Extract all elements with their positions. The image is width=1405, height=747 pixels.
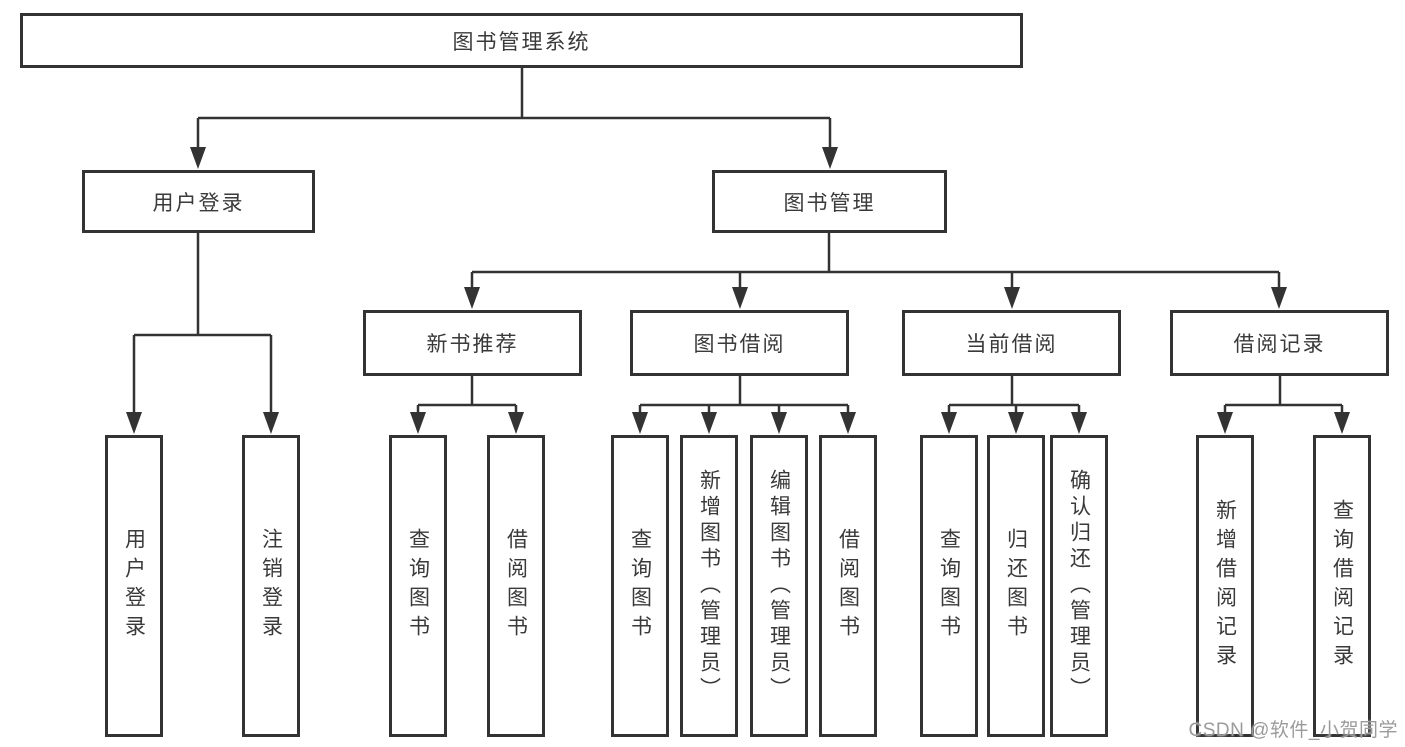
csdn-watermark: CSDN @软件_小贺同学 bbox=[1188, 720, 1398, 741]
leaf-query-books: 查询图书 bbox=[389, 435, 447, 737]
node-label: 新增借阅记录 bbox=[1213, 499, 1237, 673]
node-label: 借阅图书 bbox=[504, 528, 528, 644]
node-label: 新书推荐 bbox=[426, 333, 519, 356]
leaf-query-books-2: 查询图书 bbox=[611, 435, 669, 737]
node-label: 用户登录 bbox=[122, 528, 146, 644]
node-label: 注销登录 bbox=[259, 528, 283, 644]
leaf-borrow-books-2: 借阅图书 bbox=[819, 435, 877, 737]
node-current-borrowing: 当前借阅 bbox=[902, 310, 1121, 376]
node-label: 图书管理系统 bbox=[452, 30, 591, 54]
node-label: 借阅图书 bbox=[836, 528, 860, 644]
leaf-add-books-admin: 新增图书（管理员） bbox=[680, 435, 738, 737]
node-label: 图书借阅 bbox=[693, 333, 786, 356]
node-user-login: 用户登录 bbox=[82, 170, 315, 233]
node-label: 借阅记录 bbox=[1233, 333, 1326, 356]
node-book-borrowing: 图书借阅 bbox=[630, 310, 849, 376]
leaf-return-books: 归还图书 bbox=[987, 435, 1045, 737]
node-book-management: 图书管理 bbox=[712, 170, 947, 233]
leaf-add-borrow-record: 新增借阅记录 bbox=[1196, 435, 1254, 737]
leaf-borrow-books: 借阅图书 bbox=[487, 435, 545, 737]
node-borrowing-records: 借阅记录 bbox=[1170, 310, 1389, 376]
leaf-query-borrow-record: 查询借阅记录 bbox=[1313, 435, 1371, 737]
node-label: 查询借阅记录 bbox=[1330, 499, 1354, 673]
node-label: 查询图书 bbox=[406, 528, 430, 644]
node-label: 图书管理 bbox=[783, 191, 876, 215]
leaf-query-books-3: 查询图书 bbox=[920, 435, 978, 737]
leaf-confirm-return-admin: 确认归还（管理员） bbox=[1050, 435, 1108, 737]
node-label: 新增图书（管理员） bbox=[697, 469, 721, 703]
leaf-user-login: 用户登录 bbox=[105, 435, 163, 737]
node-label: 编辑图书（管理员） bbox=[767, 469, 791, 703]
node-label: 当前借阅 bbox=[965, 333, 1058, 356]
node-new-book-recommendation: 新书推荐 bbox=[363, 310, 582, 376]
node-library-management-system: 图书管理系统 bbox=[20, 13, 1023, 68]
node-label: 归还图书 bbox=[1004, 528, 1028, 644]
leaf-logout: 注销登录 bbox=[242, 435, 300, 737]
node-label: 确认归还（管理员） bbox=[1067, 469, 1091, 703]
node-label: 用户登录 bbox=[152, 191, 245, 215]
leaf-edit-books-admin: 编辑图书（管理员） bbox=[750, 435, 808, 737]
node-label: 查询图书 bbox=[937, 528, 961, 644]
node-label: 查询图书 bbox=[628, 528, 652, 644]
